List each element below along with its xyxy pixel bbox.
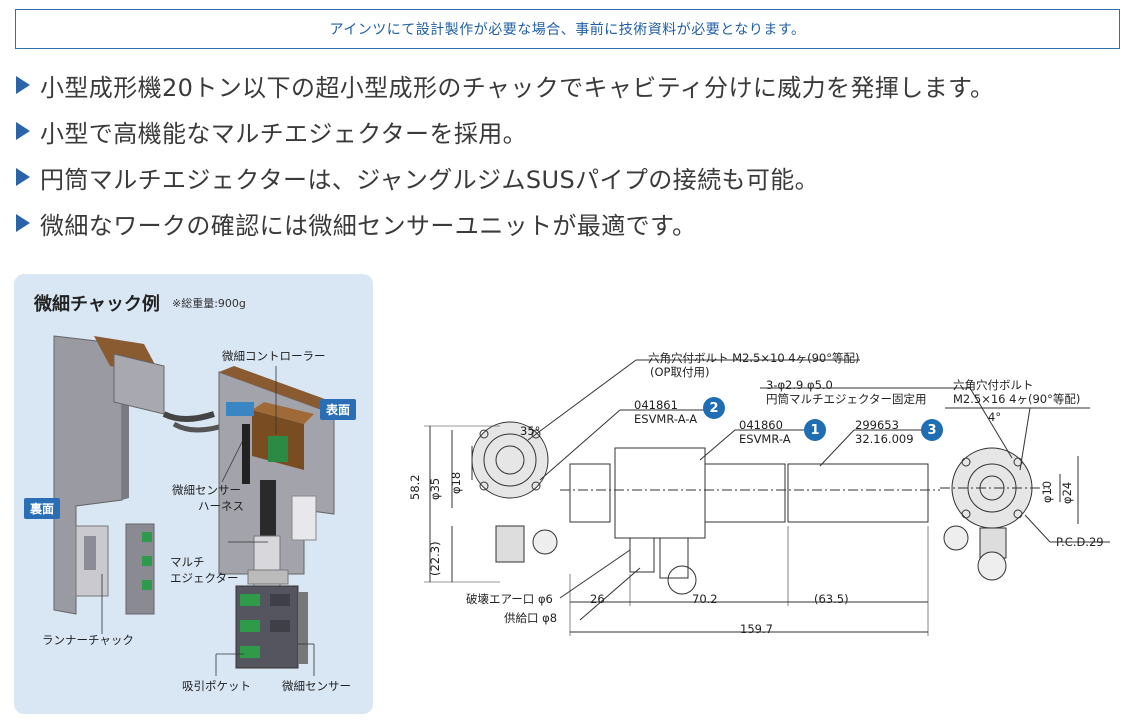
feature-item: 小型成形機20トン以下の超小型成形のチャックでキャビティ分けに威力を発揮します。 — [14, 62, 1124, 108]
label-ejector-line1: マルチ — [170, 555, 205, 569]
dim-70-2: 70.2 — [692, 592, 718, 606]
part1-name: ESVMR-A — [739, 432, 791, 446]
dim-phi24: φ24 — [1060, 481, 1074, 504]
label-bolt-right-line1: 六角穴付ボルト — [953, 378, 1034, 392]
feature-text: 円筒マルチエジェクターは、ジャングルジムSUSパイプの接続も可能。 — [40, 165, 820, 194]
label-harness-line1: 微細センサー — [172, 483, 241, 497]
label-runner-chuck: ランナーチャック — [42, 633, 134, 647]
label-air-break-port: 破壊エアー口 φ6 — [466, 592, 553, 606]
label-harness-line2: ハーネス — [198, 499, 244, 513]
angle-35: 35° — [520, 424, 541, 438]
dim-22-3: (22.3) — [428, 541, 442, 576]
feature-text: 小型で高機能なマルチエジェクターを採用。 — [40, 119, 528, 148]
dim-63-5: (63.5) — [814, 592, 849, 606]
dim-159-7: 159.7 — [740, 622, 773, 636]
technical-drawing — [424, 359, 1110, 636]
badge-part-2: 2 — [703, 397, 725, 419]
panel-title: 微細チャック例 — [34, 294, 160, 315]
front-side-tag: 表面 — [320, 399, 357, 420]
triangle-bullet-icon — [16, 122, 30, 140]
chuck-illustration — [53, 335, 344, 676]
feature-text: 微細なワークの確認には微細センサーユニットが最適です。 — [40, 211, 697, 240]
feature-item: 小型で高機能なマルチエジェクターを採用。 — [14, 108, 1124, 154]
label-supply-port: 供給口 φ8 — [504, 611, 558, 625]
angle-4: 4° — [988, 410, 1002, 424]
label-controller: 微細コントローラー — [222, 349, 326, 363]
label-holes-line1: 3-φ2.9 φ5.0 — [766, 378, 833, 392]
dim-phi18: φ18 — [449, 471, 463, 494]
dim-pcd: P.C.D.29 — [1056, 535, 1104, 549]
triangle-bullet-icon — [16, 168, 30, 186]
triangle-bullet-icon — [16, 76, 30, 94]
feature-item: 円筒マルチエジェクターは、ジャングルジムSUSパイプの接続も可能。 — [14, 154, 1124, 200]
label-suction-pocket: 吸引ポケット — [182, 679, 251, 693]
dim-phi10: φ10 — [1040, 480, 1054, 503]
dim-26: 26 — [590, 592, 605, 606]
badge-part-1: 1 — [804, 419, 826, 441]
part1-code: 041860 — [739, 418, 783, 432]
dim-phi35: φ35 — [428, 477, 442, 500]
panel-weight-note: ※総重量:900g — [172, 297, 246, 310]
label-bolt-top-line2: (OP取付用) — [650, 365, 710, 379]
dim-58-2: 58.2 — [408, 474, 422, 500]
part3-code: 299653 — [855, 418, 899, 432]
label-micro-sensor: 微細センサー — [282, 679, 351, 693]
part2-code: 041861 — [634, 398, 678, 412]
triangle-bullet-icon — [16, 214, 30, 232]
chuck-example-panel: 微細チャック例 ※総重量:900g 表面 裏面 微細コントローラー 微細センサー… — [14, 274, 373, 714]
part3-name: 32.16.009 — [855, 432, 914, 446]
feature-list: 小型成形機20トン以下の超小型成形のチャックでキャビティ分けに威力を発揮します。… — [14, 62, 1124, 246]
feature-text: 小型成形機20トン以下の超小型成形のチャックでキャビティ分けに威力を発揮します。 — [40, 73, 995, 102]
label-holes-line2: 円筒マルチエジェクター固定用 — [766, 392, 927, 406]
notice-banner: アインツにて設計製作が必要な場合、事前に技術資料が必要となります。 — [15, 9, 1120, 49]
badge-part-3: 3 — [921, 419, 943, 441]
feature-item: 微細なワークの確認には微細センサーユニットが最適です。 — [14, 200, 1124, 246]
back-side-tag: 裏面 — [24, 498, 61, 519]
label-bolt-right-line2: M2.5×16 4ヶ(90°等配) — [953, 392, 1081, 406]
label-bolt-top-line1: 六角穴付ボルト M2.5×10 4ヶ(90°等配) — [648, 351, 860, 365]
part2-name: ESVMR-A-A — [634, 412, 698, 426]
label-ejector-line2: エジェクター — [170, 571, 239, 585]
